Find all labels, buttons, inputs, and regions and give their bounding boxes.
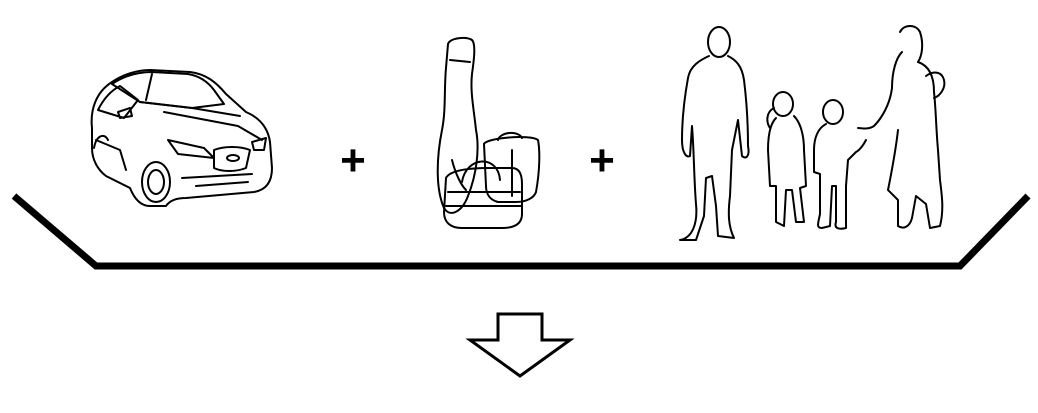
luggage-icon <box>436 36 541 229</box>
bracket-line <box>11 193 1031 270</box>
plus-operator: + <box>340 136 366 185</box>
father-figure <box>679 26 750 241</box>
boy-figure <box>813 99 867 230</box>
girl-figure <box>766 91 807 227</box>
plus-operator: + <box>589 136 615 185</box>
mother-figure <box>857 25 946 229</box>
family-icon <box>679 25 946 241</box>
down-arrow-icon <box>465 312 575 378</box>
car-icon <box>90 69 273 207</box>
